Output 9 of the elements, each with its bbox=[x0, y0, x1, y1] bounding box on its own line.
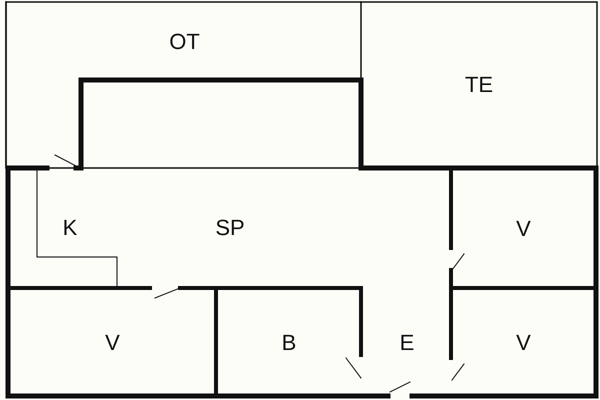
room-label: V bbox=[516, 216, 531, 242]
room-label: E bbox=[400, 330, 414, 356]
room-label: SP bbox=[215, 215, 245, 241]
room-label: OT bbox=[169, 29, 200, 55]
room-label: K bbox=[62, 215, 78, 241]
room-label: V bbox=[105, 330, 120, 356]
room-label: B bbox=[282, 330, 296, 356]
room-label: TE bbox=[464, 72, 494, 98]
room-label: V bbox=[516, 330, 531, 356]
